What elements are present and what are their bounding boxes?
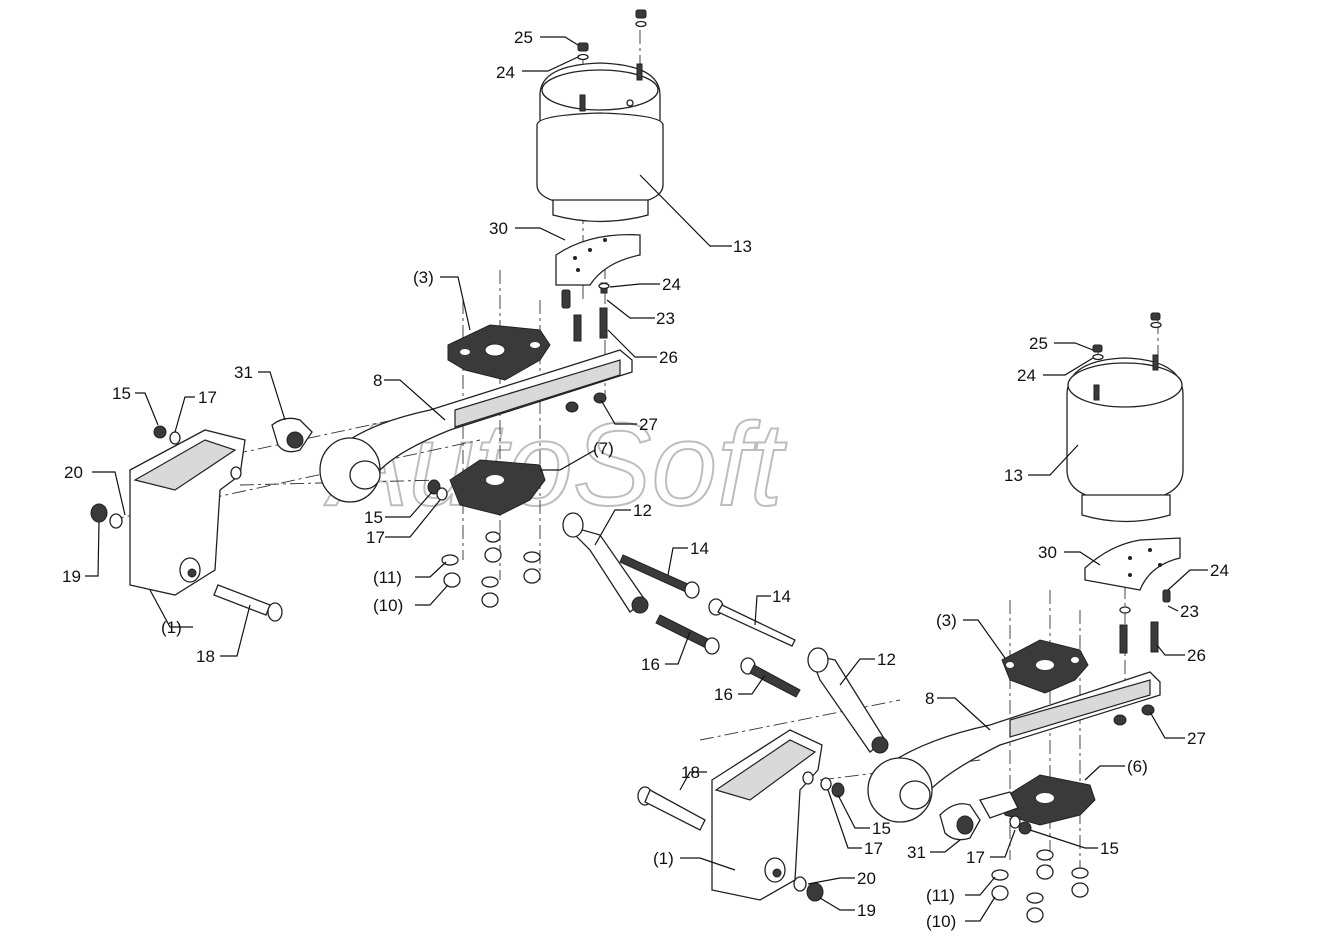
air-spring-lower	[1066, 312, 1184, 523]
callout-3: (3)	[413, 268, 434, 287]
plate-30-lower	[1084, 537, 1181, 591]
lower-studs	[1119, 589, 1171, 654]
callout-30: 30	[489, 219, 508, 238]
callout-30: 30	[1038, 543, 1057, 562]
callout-17: 17	[966, 848, 985, 867]
upper-spring-hardware	[577, 9, 647, 61]
callout-11: (11)	[373, 568, 402, 587]
callout-27: 27	[1187, 729, 1206, 748]
bushing-31-upper	[271, 417, 313, 453]
callout-16: 16	[714, 685, 733, 704]
callout-14: 14	[772, 587, 791, 606]
callout-1: (1)	[161, 618, 182, 637]
bolt-18-lower	[637, 786, 706, 831]
lower-bracket-7	[449, 459, 546, 516]
callout-13: 13	[1004, 466, 1023, 485]
callout-8: 8	[925, 689, 934, 708]
bracket-6	[999, 774, 1096, 826]
shock-absorber-12-lower	[807, 647, 889, 754]
callout-6: (6)	[1127, 757, 1148, 776]
shock-absorber-12-upper	[562, 512, 649, 614]
callout-24: 24	[1210, 561, 1229, 580]
hanger-bracket-1-lower	[711, 729, 823, 901]
callout-18: 18	[196, 647, 215, 666]
callout-13: 13	[733, 237, 752, 256]
callout-23: 23	[656, 309, 675, 328]
callout-16: 16	[641, 655, 660, 674]
callout-26: 26	[659, 348, 678, 367]
upper-left-small-parts	[90, 392, 607, 529]
callout-17: 17	[864, 839, 883, 858]
upper-nuts-washers	[441, 531, 541, 608]
callout-14: 14	[690, 539, 709, 558]
callout-15: 15	[112, 384, 131, 403]
callout-19: 19	[62, 567, 81, 586]
callout-12: 12	[633, 501, 652, 520]
callout-10: (10)	[373, 596, 403, 615]
callout-20: 20	[64, 463, 83, 482]
callout-12: 12	[877, 650, 896, 669]
callout-27: 27	[639, 415, 658, 434]
callout-8: 8	[373, 371, 382, 390]
callout-24: 24	[496, 63, 515, 82]
callout-17: 17	[198, 388, 217, 407]
watermark: AutoSoft	[324, 399, 787, 531]
callout-15: 15	[1100, 839, 1119, 858]
callout-15: 15	[872, 819, 891, 838]
callout-25: 25	[514, 28, 533, 47]
lower-nuts-washers	[991, 849, 1089, 923]
callout-7: (7)	[593, 439, 614, 458]
callout-19: 19	[857, 901, 876, 920]
bushing-31-lower	[939, 791, 1019, 841]
spring-seat-3-upper	[447, 324, 551, 381]
hanger-bracket-1-upper	[129, 429, 246, 596]
callout-24: 24	[1017, 366, 1036, 385]
leaf-spring-8-lower	[867, 671, 1161, 823]
leaf-spring-8-upper	[319, 349, 633, 503]
callout-labels: 25 24 13 30 24 23 26 27 (3) 31 8 15 17 (…	[62, 28, 1229, 931]
leader-lines	[85, 36, 1208, 922]
callout-3: (3)	[936, 611, 957, 630]
spring-seat-3-lower	[1001, 639, 1089, 694]
upper-studs	[561, 282, 610, 342]
callout-20: 20	[857, 869, 876, 888]
callout-15: 15	[364, 508, 383, 527]
callout-24: 24	[662, 275, 681, 294]
plate-30-upper	[555, 234, 641, 286]
callout-25: 25	[1029, 334, 1048, 353]
callout-23: 23	[1180, 602, 1199, 621]
callout-18: 18	[681, 763, 700, 782]
callout-10: (10)	[926, 912, 956, 931]
callout-1: (1)	[653, 849, 674, 868]
bolts-upper	[619, 554, 801, 698]
callout-17: 17	[366, 528, 385, 547]
callout-31: 31	[907, 843, 926, 862]
callout-26: 26	[1187, 646, 1206, 665]
callout-11: (11)	[926, 886, 955, 905]
bolt-18-upper	[213, 584, 283, 622]
air-spring-upper	[536, 62, 664, 223]
callout-31: 31	[234, 363, 253, 382]
